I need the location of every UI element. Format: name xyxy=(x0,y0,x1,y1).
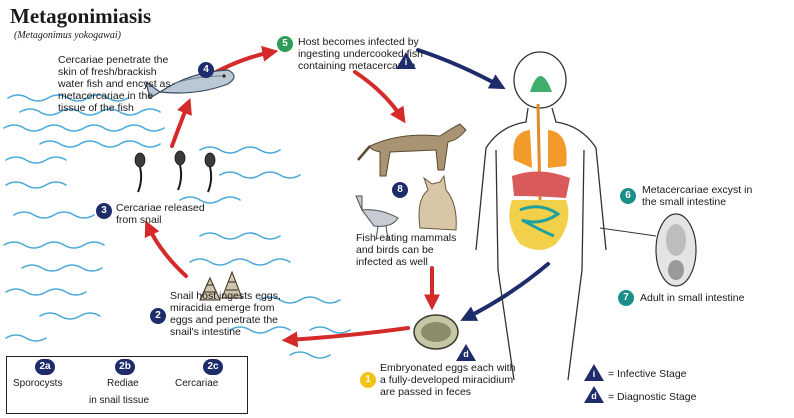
step-5-text: Host becomes infected by ingesting under… xyxy=(298,36,423,72)
adult-worm-icon xyxy=(599,213,697,287)
page-subtitle: (Metagonimus yokogawai) xyxy=(14,30,121,41)
step-4-badge: 4 xyxy=(198,62,214,78)
arrow-host-to-animals xyxy=(353,70,406,124)
cercaria-icon xyxy=(134,150,216,193)
egg-icon xyxy=(413,314,459,350)
human-body-icon xyxy=(475,51,607,381)
stage-2a-badge: 2a xyxy=(35,359,55,375)
step-5-badge: 5 xyxy=(277,36,293,52)
legend-infective-label: = Infective Stage xyxy=(608,368,687,380)
cat-icon xyxy=(418,174,457,231)
step-7-text: Adult in small intestine xyxy=(640,292,745,304)
arrow-human-to-egg xyxy=(460,262,550,321)
human-arrows xyxy=(416,48,550,321)
step-6-text: Metacercariae excyst in the small intest… xyxy=(642,184,753,208)
legend-infective-marker: i xyxy=(584,364,604,381)
stage-rediae: Rediae xyxy=(107,378,139,389)
bird-icon xyxy=(355,195,399,241)
step-4-text: Cercariae penetrate the skin of fresh/br… xyxy=(58,54,171,114)
page-title: Metagonimiasis xyxy=(10,4,152,28)
step-3-badge: 3 xyxy=(96,203,112,219)
stage-2c-badge: 2c xyxy=(203,359,223,375)
diagnostic-stage-marker: d xyxy=(456,344,476,361)
dog-icon xyxy=(357,123,467,177)
arrow-cercariae-to-fish xyxy=(170,98,192,148)
step-2-text: Snail host ingests eggs, miracidia emerg… xyxy=(170,290,281,338)
arrow-snail-to-cercariae xyxy=(144,220,188,278)
snail-stages-box: 2a 2b 2c Sporocysts Rediae Cercariae in … xyxy=(6,356,248,414)
snail-icon xyxy=(199,270,243,301)
step-8-text: Fish-eating mammals and birds can be inf… xyxy=(356,232,457,268)
step-1-text: Embryonated eggs each with a fully-devel… xyxy=(380,362,516,398)
fish-icon xyxy=(145,69,235,99)
step-1-badge: 1 xyxy=(360,372,376,388)
step-3-text: Cercariae released from snail xyxy=(116,202,205,226)
legend-diagnostic-label: = Diagnostic Stage xyxy=(608,391,697,403)
arrow-host-to-human xyxy=(416,48,506,90)
infective-stage-marker: i xyxy=(396,52,416,69)
stage-cercariae: Cercariae xyxy=(175,378,219,389)
stage-sporocysts: Sporocysts xyxy=(13,378,63,389)
legend-diagnostic-marker: d xyxy=(584,386,604,403)
stage-2b-badge: 2b xyxy=(115,359,135,375)
water-waves xyxy=(3,94,351,359)
step-7-badge: 7 xyxy=(618,290,634,306)
arrow-egg-to-snail xyxy=(281,326,410,348)
step-6-badge: 6 xyxy=(620,188,636,204)
snail-tissue-caption: in snail tissue xyxy=(89,395,150,406)
step-2-badge: 2 xyxy=(150,308,166,324)
step-8-badge: 8 xyxy=(392,182,408,198)
